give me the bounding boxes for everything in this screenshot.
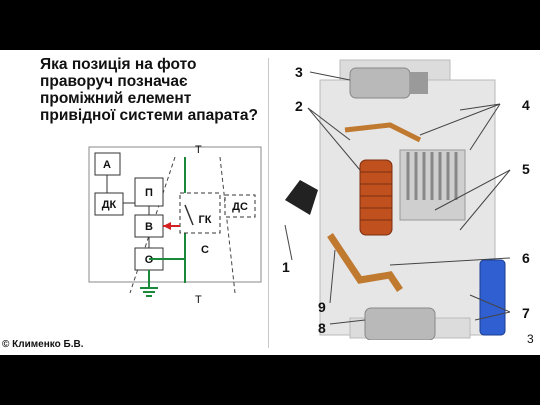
label-1: 1 xyxy=(282,259,290,275)
label-3: 3 xyxy=(295,64,303,80)
label-7: 7 xyxy=(522,305,530,321)
diagram-frame xyxy=(88,146,262,283)
svg-text:ДС: ДС xyxy=(232,201,248,213)
bottom-terminal xyxy=(364,307,436,340)
svg-text:А: А xyxy=(103,159,111,171)
label-5: 5 xyxy=(522,161,530,177)
svg-text:ДК: ДК xyxy=(102,199,117,211)
red-arrow-icon xyxy=(163,222,171,230)
label-4: 4 xyxy=(522,97,530,113)
block-diagram: А П ДК В О ГК ДС С xyxy=(88,144,262,306)
breaker-photo: 3 2 4 5 6 7 1 9 8 xyxy=(282,59,530,340)
author-credit: © Клименко Б.В. xyxy=(2,339,84,350)
din-rail-clip xyxy=(479,259,506,336)
operating-lever xyxy=(285,180,318,215)
label-6: 6 xyxy=(522,250,530,266)
copper-link xyxy=(327,233,403,292)
terminal-bottom-label: Т xyxy=(195,294,202,306)
leader-lines xyxy=(284,71,511,325)
block-p: П xyxy=(134,177,164,207)
divider xyxy=(268,58,269,348)
block-a: А xyxy=(94,152,121,176)
svg-text:ГК: ГК xyxy=(199,214,212,226)
top-terminal xyxy=(349,67,411,99)
slide: Яка позиція на фото праворуч позначає пр… xyxy=(0,50,540,355)
label-9: 9 xyxy=(318,299,326,315)
block-s-label: С xyxy=(201,244,209,256)
block-v: В xyxy=(134,214,164,238)
terminal-top-label: Т xyxy=(195,144,202,156)
block-dk: ДК xyxy=(94,192,124,216)
label-2: 2 xyxy=(295,98,303,114)
solenoid-coil xyxy=(359,159,393,236)
page-number: 3 xyxy=(527,332,534,346)
label-8: 8 xyxy=(318,320,326,336)
svg-text:П: П xyxy=(145,187,153,199)
arc-chute xyxy=(399,149,466,221)
block-gk: ГК xyxy=(179,192,221,234)
svg-text:В: В xyxy=(145,221,153,233)
question-text: Яка позиція на фото праворуч позначає пр… xyxy=(40,56,258,124)
block-ds: ДС xyxy=(224,194,256,218)
